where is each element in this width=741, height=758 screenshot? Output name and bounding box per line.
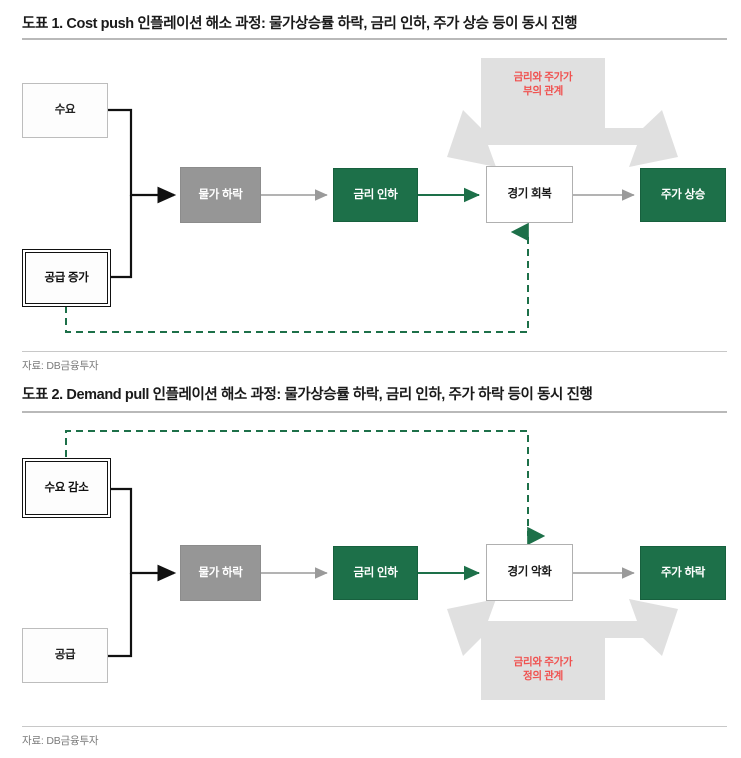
figure-1-source: 자료: DB금융투자 [22,360,99,372]
figure-1-supply-connector [110,195,133,279]
figure-1-title-rule [22,38,727,40]
figure-1-relation-label: 금리와 주가가 부의 관계 [513,71,573,98]
figure-2-node-stocks[interactable]: 주가 하락 [640,546,726,600]
figure-2-relation-arrow [447,599,678,700]
figure-1-node-supply[interactable]: 공급 증가 [21,248,112,308]
figure-1-node-rates[interactable]: 금리 인하 [333,168,418,222]
figure-2-node-rates[interactable]: 금리 인하 [333,546,418,600]
figure-1-node-stocks[interactable]: 주가 상승 [640,168,726,222]
figure-2-node-supply[interactable]: 공급 [22,628,108,683]
figure-1-source-rule [22,351,727,352]
figure-2-node-demand[interactable]: 수요 감소 [21,457,112,519]
figure-1-node-demand[interactable]: 수요 [22,83,108,138]
figure-1-node-prices[interactable]: 물가 하락 [180,167,261,223]
figure-2-supply-connector [108,573,133,658]
figure-2-node-prices[interactable]: 물가 하락 [180,545,261,601]
figure-2-demand-connector [110,487,177,582]
figure-1-demand-connector [108,108,177,204]
figure-1-node-economy[interactable]: 경기 회복 [486,166,573,223]
figure-2-feedback-line [65,430,546,546]
figure-1-title: 도표 1. Cost push 인플레이션 해소 과정: 물가상승률 하락, 금… [22,16,578,32]
figure-2-source-rule [22,726,727,727]
figure-2-source: 자료: DB금융투자 [22,735,99,747]
figure-2-title: 도표 2. Demand pull 인플레이션 해소 과정: 물가상승률 하락,… [22,387,593,403]
figure-1-feedback-line [65,222,529,333]
figure-2-relation-label: 금리와 주가가 정의 관계 [513,656,573,683]
figure-2-title-rule [22,411,727,413]
figure-2-node-economy[interactable]: 경기 악화 [486,544,573,601]
